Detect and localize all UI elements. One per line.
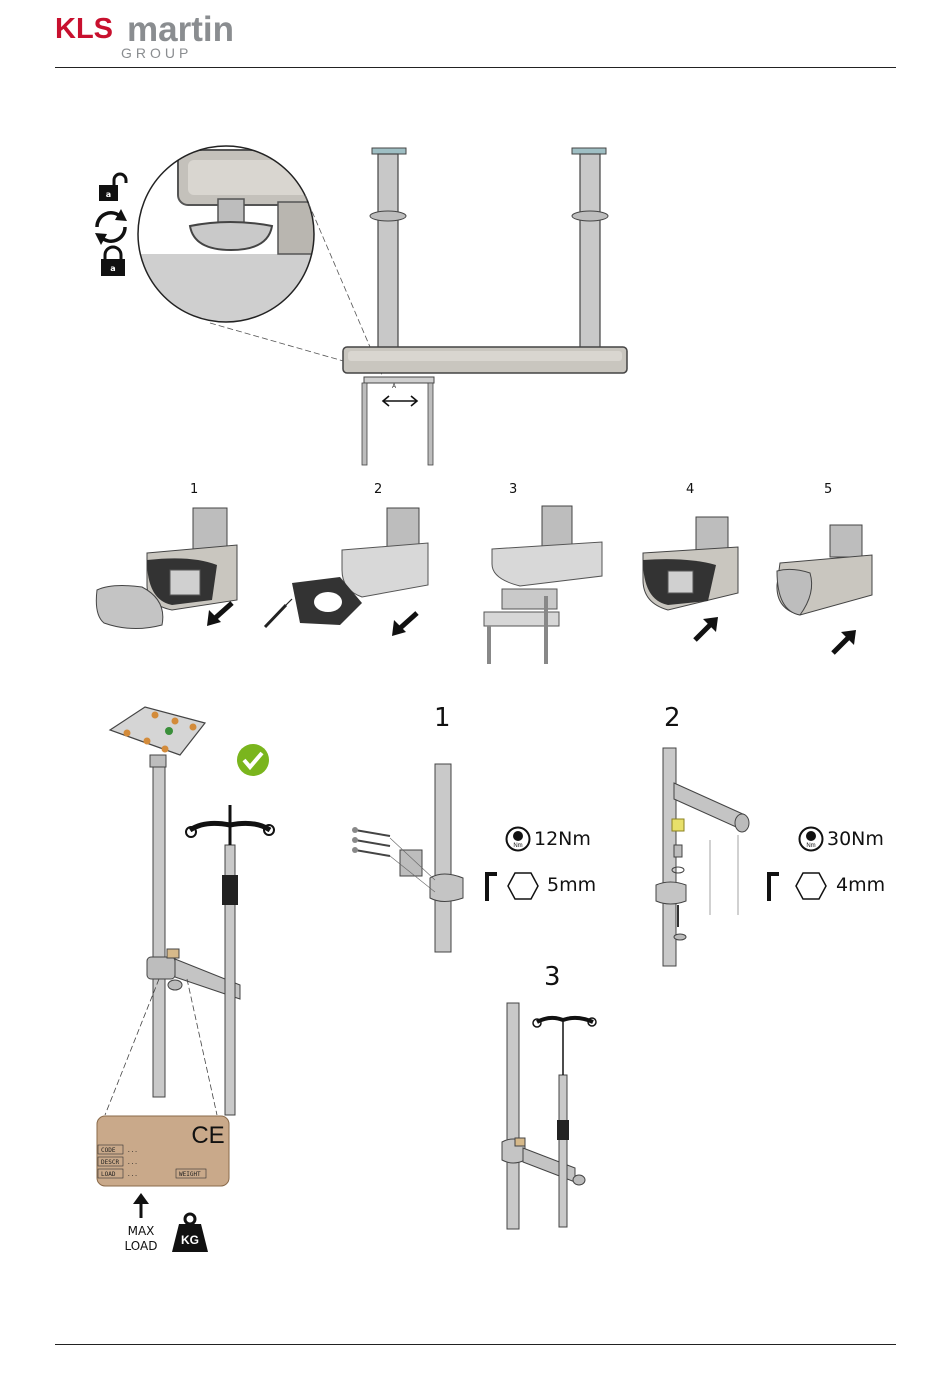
hex-key-icon — [766, 870, 780, 902]
cover-step-4-illustration — [628, 515, 743, 615]
torque-badge-2: Nm — [806, 843, 815, 849]
cover-step-3-illustration — [482, 504, 607, 666]
step-1-torque-value: 12Nm — [534, 828, 591, 850]
pole-step-3-number: 3 — [544, 962, 561, 992]
arrow-down-left-icon — [390, 610, 420, 638]
kg-label: KG — [181, 1233, 199, 1247]
max-load-line-2: LOAD — [118, 1239, 164, 1254]
pole-step-1-drawing — [345, 760, 475, 955]
plate-field-code-value: ... — [127, 1147, 138, 1154]
cover-step-3-number: 3 — [509, 482, 517, 497]
max-load-label: MAX LOAD — [118, 1224, 164, 1254]
step-1-hex-value: 5mm — [547, 874, 596, 896]
plate-field-descr-value: ... — [127, 1159, 138, 1166]
cover-step-2-number: 2 — [374, 482, 382, 497]
pole-step-1-number: 1 — [434, 703, 451, 733]
hex-key-icon — [484, 870, 498, 902]
plate-field-code: CODE — [101, 1147, 116, 1154]
torque-badge-1: Nm — [513, 843, 522, 849]
max-load-line-1: MAX — [118, 1224, 164, 1239]
ce-mark: CE — [191, 1122, 224, 1149]
plate-field-weight: WEIGHT — [179, 1171, 201, 1178]
arrow-up-icon — [130, 1192, 152, 1220]
svg-text:A: A — [392, 383, 397, 390]
kg-weight-icon: KG — [170, 1212, 210, 1254]
plate-field-load: LOAD — [101, 1171, 116, 1178]
arrow-up-right-icon — [830, 628, 858, 656]
step-2-hex-value: 4mm — [836, 874, 885, 896]
hex-size-icon — [795, 872, 827, 900]
plate-field-descr: DESCR — [101, 1159, 119, 1166]
arrow-up-right-icon — [692, 615, 720, 643]
torque-wrench-icon: Nm — [505, 826, 531, 852]
cover-step-5-illustration — [772, 523, 882, 623]
hex-size-icon — [507, 872, 539, 900]
rating-plate: CE CODE ... DESCR ... LOAD ... WEIGHT — [96, 1115, 230, 1187]
cover-step-4-number: 4 — [686, 482, 694, 497]
cover-step-1-number: 1 — [190, 482, 198, 497]
plate-field-load-value: ... — [127, 1171, 138, 1178]
double-arrow-icon — [380, 394, 420, 408]
pole-step-2-drawing — [650, 745, 760, 967]
cover-step-5-number: 5 — [824, 482, 832, 497]
arrow-down-left-icon — [205, 600, 235, 628]
pole-step-2-number: 2 — [664, 703, 681, 733]
step-2-torque-value: 30Nm — [827, 828, 884, 850]
check-ok-icon — [236, 743, 270, 777]
footer-rule — [55, 1344, 896, 1345]
ceiling-bracket-drawing: A — [340, 145, 640, 470]
pole-step-3-drawing — [495, 1000, 605, 1232]
torque-wrench-icon: Nm — [798, 826, 824, 852]
